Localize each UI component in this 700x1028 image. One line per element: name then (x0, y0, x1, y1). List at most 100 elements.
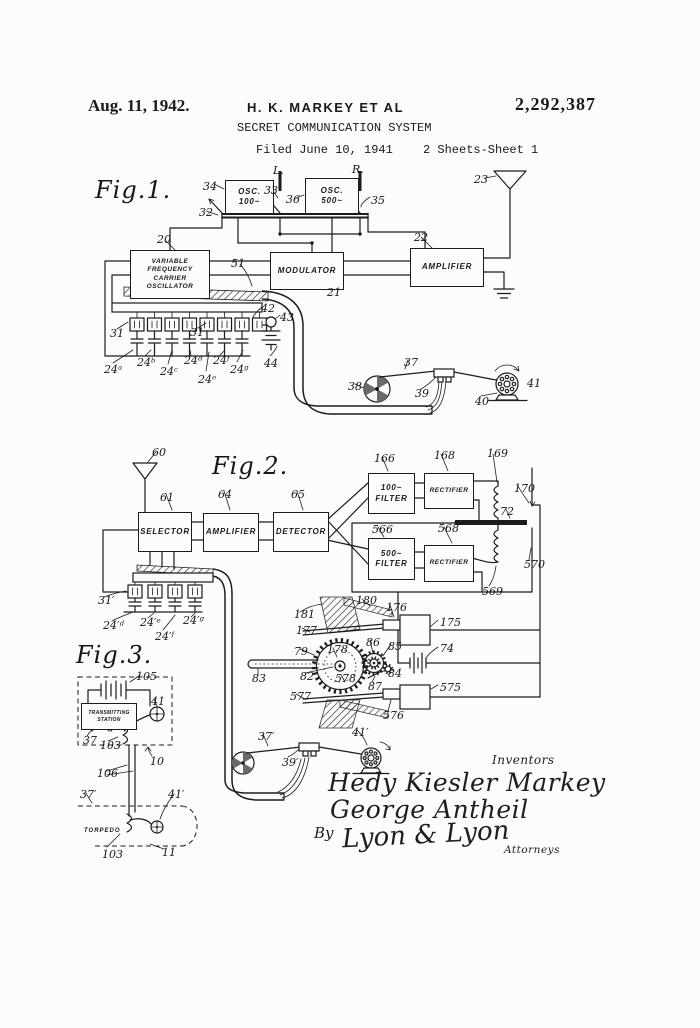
antenna-icon (481, 170, 527, 259)
ref-label: 44 (264, 357, 278, 370)
ref-label: 42 (261, 302, 275, 315)
block-modulator: MODULATOR (270, 252, 344, 290)
ref-label: 10 (150, 755, 164, 768)
ref-label: 570 (524, 558, 545, 571)
filed-line: Filed June 10, 1941 (256, 143, 393, 157)
ref-label: 569 (482, 585, 503, 598)
fig3-drawing (77, 674, 198, 850)
tape-reel (363, 375, 391, 403)
ref-label: 103 (102, 848, 123, 861)
block-rectifier-2: RECTIFIER (424, 545, 474, 582)
conduit-tube (261, 290, 432, 415)
ref-label: 24ᵇ (137, 356, 156, 369)
capacitor-bank (130, 330, 249, 357)
ref-label: 84 (388, 667, 402, 680)
ref-label: 24ᵉ (198, 373, 217, 386)
ref-label: 180 (356, 594, 377, 607)
ref-label: 169 (487, 447, 508, 460)
ref-label: 170 (514, 482, 535, 495)
conduit-tube-2 (212, 568, 284, 801)
ref-label: 41 (151, 695, 165, 708)
ref-label: 86 (366, 636, 380, 649)
ref-label: 82 (300, 670, 314, 683)
ref-label: 37′ (258, 730, 275, 743)
ref-label: 35 (371, 194, 385, 207)
gear-85 (361, 650, 387, 676)
ref-label: 64 (218, 488, 232, 501)
fig2-drawing (102, 451, 541, 801)
attorneys-label: Attorneys (504, 844, 560, 856)
block-rectifier-1: RECTIFIER (424, 473, 474, 509)
ref-label: 568 (438, 522, 459, 535)
ref-label: 40 (475, 395, 489, 408)
coil-103b (126, 813, 133, 833)
ref-label: 36 (286, 193, 300, 206)
ref-label: 79 (294, 645, 308, 658)
ref-label: 41′ (352, 726, 369, 739)
ref-label: 34 (203, 180, 217, 193)
block-osc-500: OSC.500~ (305, 178, 359, 214)
contact-rack-2 (132, 572, 214, 583)
inventors-label: Inventors (492, 753, 555, 767)
ref-label: 178 (327, 643, 348, 656)
ref-label: 105 (136, 670, 157, 683)
battery-44-icon (261, 326, 281, 351)
ref-label: 177 (296, 624, 317, 637)
pawl-177 (302, 622, 398, 636)
ref-label: Fig.1. (95, 176, 172, 204)
ref-label: 32 (199, 206, 213, 219)
block-detector: DETECTOR (273, 512, 329, 552)
cable-106 (128, 744, 136, 817)
ref-label: 37 (83, 734, 97, 747)
pawl-577 (302, 691, 398, 704)
ref-label: 41 (527, 377, 541, 390)
inventor-signature-1: Hedy Kiesler Markey (328, 768, 606, 797)
ref-label: 38 (348, 380, 362, 393)
ref-label: 60 (152, 446, 166, 459)
ref-label: 74 (440, 642, 454, 655)
ref-label: 39′ (282, 756, 299, 769)
ref-label: 24′ᵉ (140, 616, 161, 629)
worm-gear (343, 597, 393, 618)
ref-label: 24′ᶠ (155, 630, 175, 643)
ref-label: 575 (440, 681, 461, 694)
block-selector: SELECTOR (138, 512, 192, 552)
ref-label: 24ᵃ (104, 363, 123, 376)
ref-label: 21 (327, 286, 341, 299)
ref-label: 22 (414, 231, 428, 244)
antenna-icon-2 (132, 462, 158, 513)
ref-label: 578 (335, 672, 356, 685)
ref-label: 181 (294, 608, 315, 621)
solenoid-575 (399, 684, 431, 710)
ref-label: 72 (500, 505, 514, 518)
ref-label: 168 (434, 449, 455, 462)
relay-posts (278, 171, 362, 191)
ref-label: 85 (388, 640, 402, 653)
torpedo-dashed-outline (78, 805, 198, 847)
ref-label: 576 (383, 709, 404, 722)
ref-label: 24ᵍ (230, 363, 249, 376)
capacitor-bank-2 (123, 597, 203, 613)
ref-label: 33 (264, 184, 278, 197)
ref-label: 566 (372, 523, 393, 536)
block-amplifier: AMPLIFIER (410, 248, 484, 287)
ref-label: 175 (440, 616, 461, 629)
ref-label: 87 (368, 680, 382, 693)
ref-label: TORPEDO (84, 828, 121, 834)
ref-label: 83 (252, 672, 266, 685)
ref-label: 51 (231, 257, 245, 270)
sprocket-motor (488, 364, 528, 402)
ref-label: 61 (160, 491, 174, 504)
sprocket-motor-2 (352, 741, 391, 775)
relay-coil-569 (471, 524, 499, 564)
block-filter-500: 500~FILTER (368, 538, 415, 580)
ref-label: 43 (280, 311, 294, 324)
reel-41 (149, 706, 165, 722)
tape-head (433, 368, 455, 383)
station-dashed-outline (77, 676, 173, 746)
